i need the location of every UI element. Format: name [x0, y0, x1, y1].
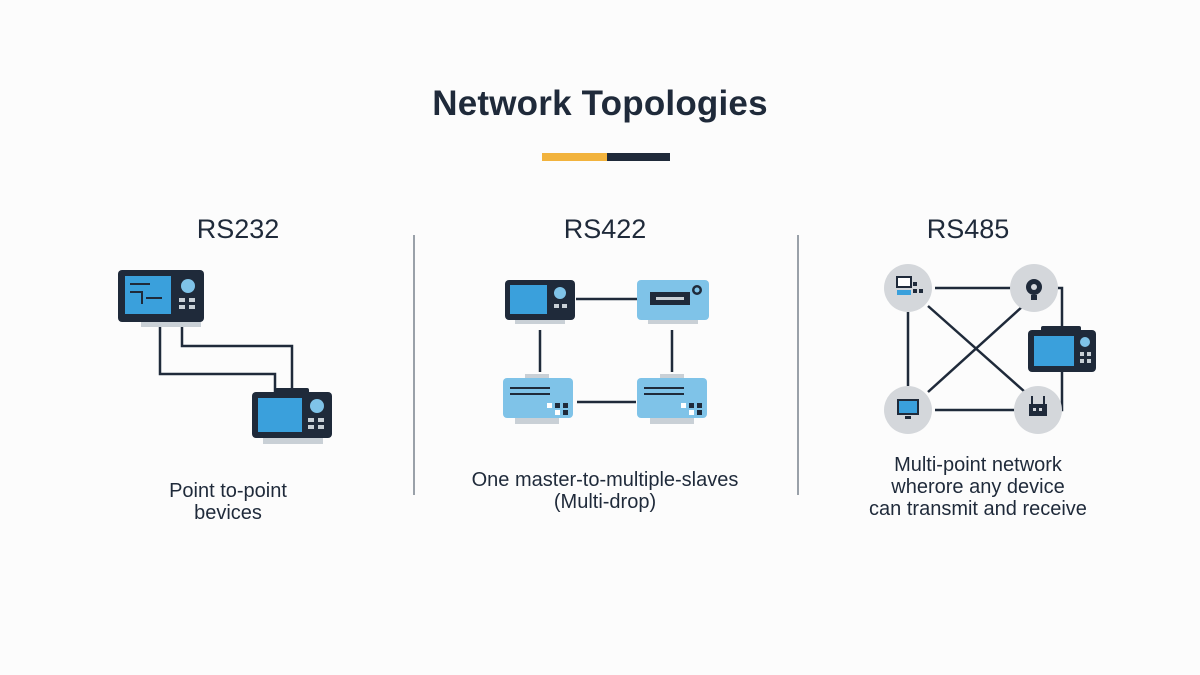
- rs232-device-b: [252, 388, 332, 444]
- rs232-cable-2: [180, 322, 294, 392]
- divider-left: [413, 235, 415, 495]
- page-title: Network Topologies: [432, 84, 768, 123]
- rs232-caption: Point to-point bevices: [118, 480, 338, 524]
- rs422-master-device: [505, 280, 575, 324]
- rs485-node-monitor: [884, 386, 932, 434]
- rs232-heading: RS232: [196, 214, 280, 244]
- rs422-caption-line-1: One master-to-multiple-slaves: [471, 469, 739, 491]
- title-underline-accent: [542, 153, 607, 161]
- rs485-caption-line-1: Multi-point network: [894, 454, 1062, 476]
- title-underline: [542, 153, 670, 161]
- rs422-heading: RS422: [563, 214, 647, 244]
- rs485-node-router: [1014, 386, 1062, 434]
- rs485-link-side-top: [1057, 286, 1064, 330]
- rs485-device-large: [1028, 326, 1096, 372]
- divider-right: [797, 235, 799, 495]
- rs422-slave-device-2: [503, 374, 573, 424]
- rs232-caption-line-1: Point to-point: [169, 480, 287, 502]
- rs232-caption-line-2: bevices: [194, 502, 262, 524]
- rs485-node-computer: [884, 264, 932, 312]
- rs422-caption: One master-to-multiple-slaves (Multi-dro…: [450, 469, 760, 513]
- rs485-caption: Multi-point network wherore any device c…: [838, 454, 1118, 520]
- rs485-heading: RS485: [926, 214, 1010, 244]
- rs232-cable-1: [158, 322, 277, 392]
- rs422-slave-device-3: [637, 374, 707, 424]
- title-underline-dark: [607, 153, 670, 161]
- rs485-caption-line-2: wherore any device: [891, 476, 1065, 498]
- rs485-link-diag-2: [927, 305, 1024, 393]
- rs485-node-gear: [1010, 264, 1058, 312]
- rs232-device-a: [118, 270, 204, 327]
- rs422-slave-device-1: [637, 280, 709, 324]
- rs422-caption-line-2: (Multi-drop): [553, 491, 657, 513]
- rs485-caption-line-3: can transmit and receive: [869, 498, 1087, 520]
